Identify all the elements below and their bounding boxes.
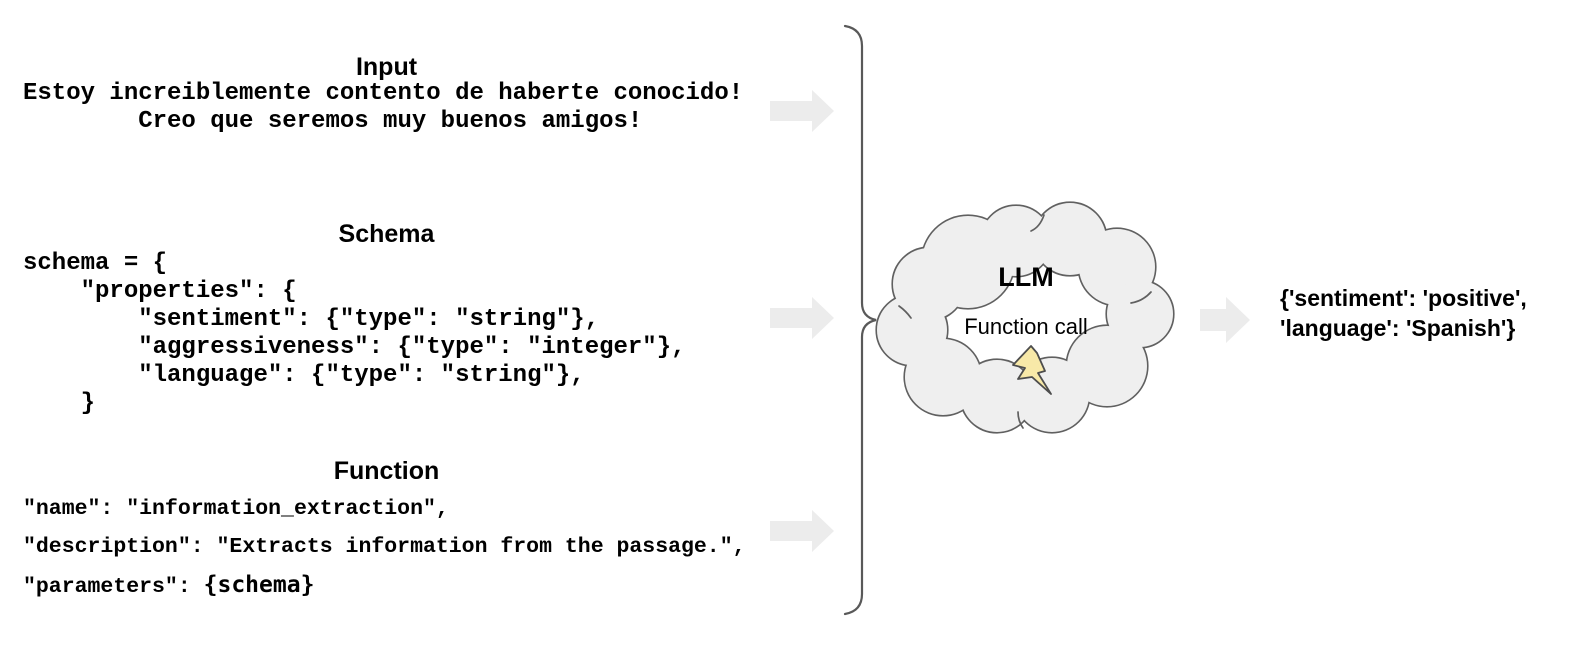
output-line-2: 'language': 'Spanish'} xyxy=(1280,315,1516,341)
function-parameters-line: "parameters": {schema} xyxy=(23,572,315,599)
function-name-line: "name": "information_extraction", xyxy=(23,497,449,521)
llm-label: LLM xyxy=(998,262,1054,292)
lightning-bolt-icon xyxy=(1012,345,1052,395)
cloud-arc-stub xyxy=(898,305,912,319)
output-result: {'sentiment': 'positive', 'language': 'Sp… xyxy=(1280,283,1527,343)
function-section-title: Function xyxy=(333,457,440,485)
arrow-right-icon xyxy=(770,90,834,132)
schema-section-title: Schema xyxy=(338,220,435,248)
output-line-1: {'sentiment': 'positive', xyxy=(1280,285,1527,311)
arrow-right-icon xyxy=(770,510,834,552)
cloud-arc-stub xyxy=(1017,411,1024,429)
schema-code: schema = { "properties": { "sentiment": … xyxy=(23,250,686,417)
curly-brace xyxy=(843,24,877,616)
input-text: Estoy increiblemente contento de haberte… xyxy=(23,80,744,135)
function-description-line: "description": "Extracts information fro… xyxy=(23,535,746,559)
arrow-right-icon xyxy=(770,297,834,339)
input-section-title: Input xyxy=(355,53,418,81)
cloud-arc-stub xyxy=(1130,291,1152,304)
schema-reference-token: {schema} xyxy=(203,572,315,598)
arrow-right-icon xyxy=(1200,297,1250,343)
llm-cloud xyxy=(875,201,1175,434)
function-code: "name": "information_extraction", "descr… xyxy=(23,490,746,606)
cloud-arc-stub xyxy=(1030,214,1045,232)
function-call-label: Function call xyxy=(964,314,1088,339)
